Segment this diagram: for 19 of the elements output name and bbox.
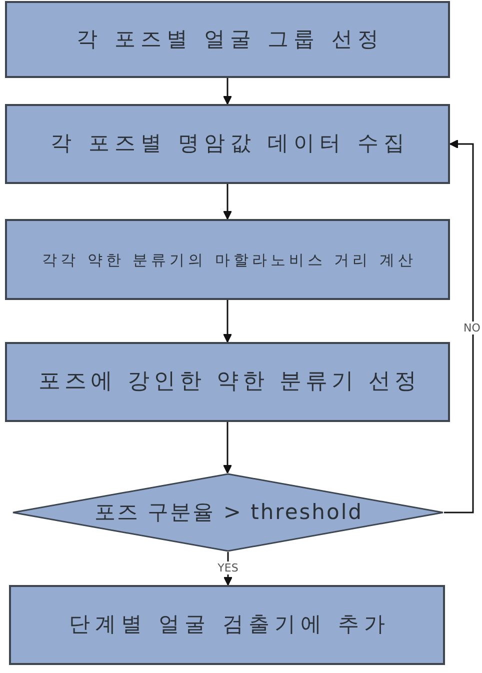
arrow — [223, 78, 232, 104]
edge-label: NO — [462, 322, 482, 334]
arrow — [223, 300, 232, 342]
arrow — [223, 422, 232, 474]
process-box — [5, 342, 450, 422]
arrow — [224, 552, 232, 586]
step-label: 단계별 얼굴 검출기에 추가 — [68, 612, 390, 638]
step-label: 각각 약한 분류기의 마할라노비스 거리 계산 — [41, 250, 416, 268]
process-box — [5, 219, 450, 300]
process-box — [5, 104, 450, 184]
condition-label: 포즈 구분율 > threshold — [93, 500, 364, 526]
arrow — [223, 184, 232, 220]
process-box — [5, 1, 450, 78]
step-label: 포즈에 강인한 약한 분류기 선정 — [38, 368, 420, 396]
step-label: 각 포즈별 명암값 데이터 수집 — [50, 131, 410, 157]
arrow — [444, 140, 474, 514]
edge-label: YES — [216, 562, 240, 574]
process-box — [9, 585, 445, 665]
step-label: 각 포즈별 얼굴 그룹 선정 — [76, 26, 384, 52]
